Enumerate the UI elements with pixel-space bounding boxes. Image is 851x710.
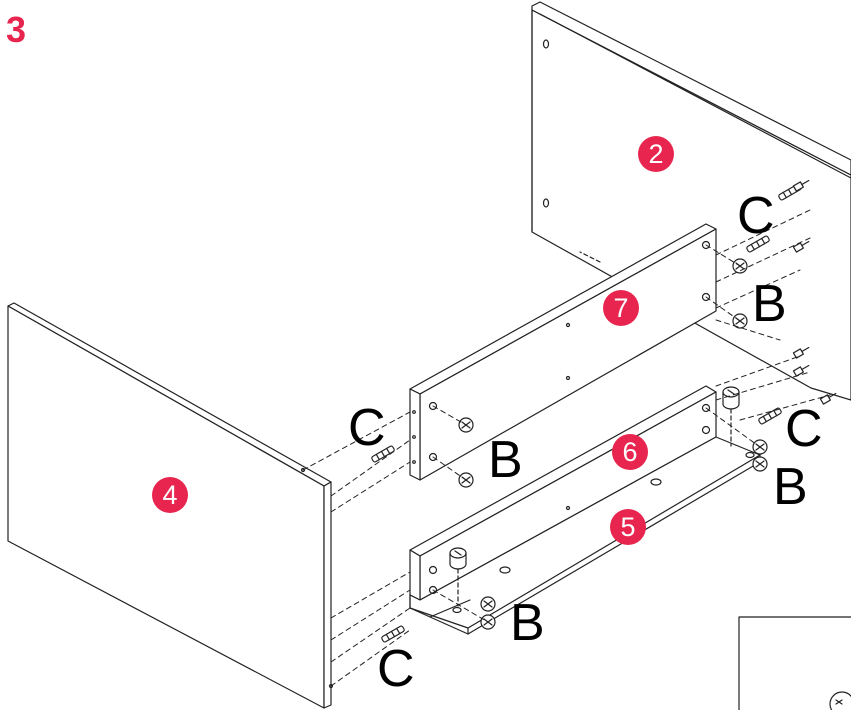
- back-rail: [409, 223, 717, 481]
- cam-lock-upper: [722, 386, 740, 447]
- hardware-label-b: B: [510, 594, 545, 652]
- alignment-lines: [302, 209, 831, 687]
- hardware-label-b: B: [773, 458, 808, 516]
- part-marker-6: 6: [612, 434, 648, 470]
- part-marker-4: 4: [152, 477, 188, 513]
- hardware-label-c: C: [737, 187, 775, 245]
- screw-4: [792, 364, 810, 377]
- side-panel-right: [531, 1, 851, 401]
- hardware-label-c: C: [377, 640, 415, 698]
- hardware-label-c: C: [348, 399, 386, 457]
- screw-5: [819, 392, 837, 405]
- part-marker-5: 5: [610, 509, 646, 545]
- dowel-c-4: [758, 407, 782, 425]
- dowel-c-2: [746, 235, 770, 253]
- screw-2: [792, 240, 810, 253]
- screw-1: [792, 179, 810, 192]
- dowel-c-3: [371, 445, 395, 463]
- detail-inset: [738, 616, 851, 710]
- hardware-label-b: B: [752, 275, 787, 333]
- step-number: 3: [6, 9, 27, 50]
- cam-fitting-b-2: [732, 313, 748, 329]
- cam-fitting-b-7: [480, 596, 496, 612]
- part-marker-7: 7: [603, 290, 639, 326]
- cam-fitting-b-6: [752, 456, 768, 472]
- dowel-c-5: [381, 625, 405, 643]
- hardware-label-b: B: [488, 431, 523, 489]
- hardware-label-c: C: [785, 400, 823, 458]
- screw-3: [792, 346, 810, 359]
- part-marker-2: 2: [638, 136, 674, 172]
- cam-lock-lower: [449, 547, 467, 607]
